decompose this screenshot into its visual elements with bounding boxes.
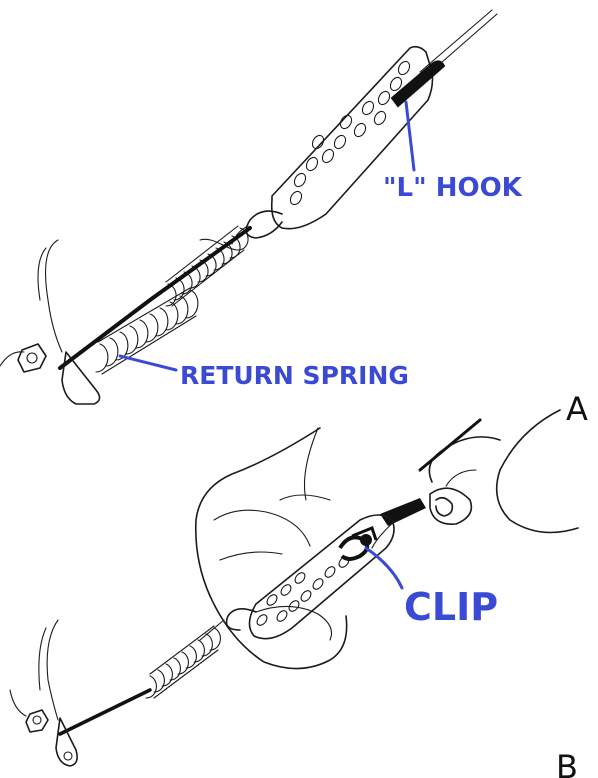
bolt-head [18, 344, 46, 372]
panel-b: CLIP B [10, 410, 578, 778]
bolt-head-b [26, 710, 48, 732]
return-spring-label: RETURN SPRING [180, 361, 409, 390]
right-hand-pliers [372, 410, 578, 548]
plier-tip [380, 498, 426, 526]
spring-hook-loop [232, 211, 282, 244]
frame-bracket-b [10, 620, 77, 766]
panel-b-letter: B [556, 748, 578, 778]
l-hook-part [392, 61, 444, 106]
spring-b [146, 609, 256, 698]
panel-a-letter: A [566, 390, 588, 428]
l-hook-leader [406, 102, 414, 170]
brake-cable [60, 228, 250, 368]
return-spring-leader [120, 356, 176, 370]
brake-cable-b [60, 690, 150, 734]
clip-leader [366, 548, 402, 588]
l-hook-label: "L" HOOK [383, 173, 523, 203]
clip-label: CLIP [404, 585, 498, 629]
frame-bracket [0, 240, 100, 404]
panel-a: "L" HOOK RETURN SPRING A [0, 10, 588, 428]
